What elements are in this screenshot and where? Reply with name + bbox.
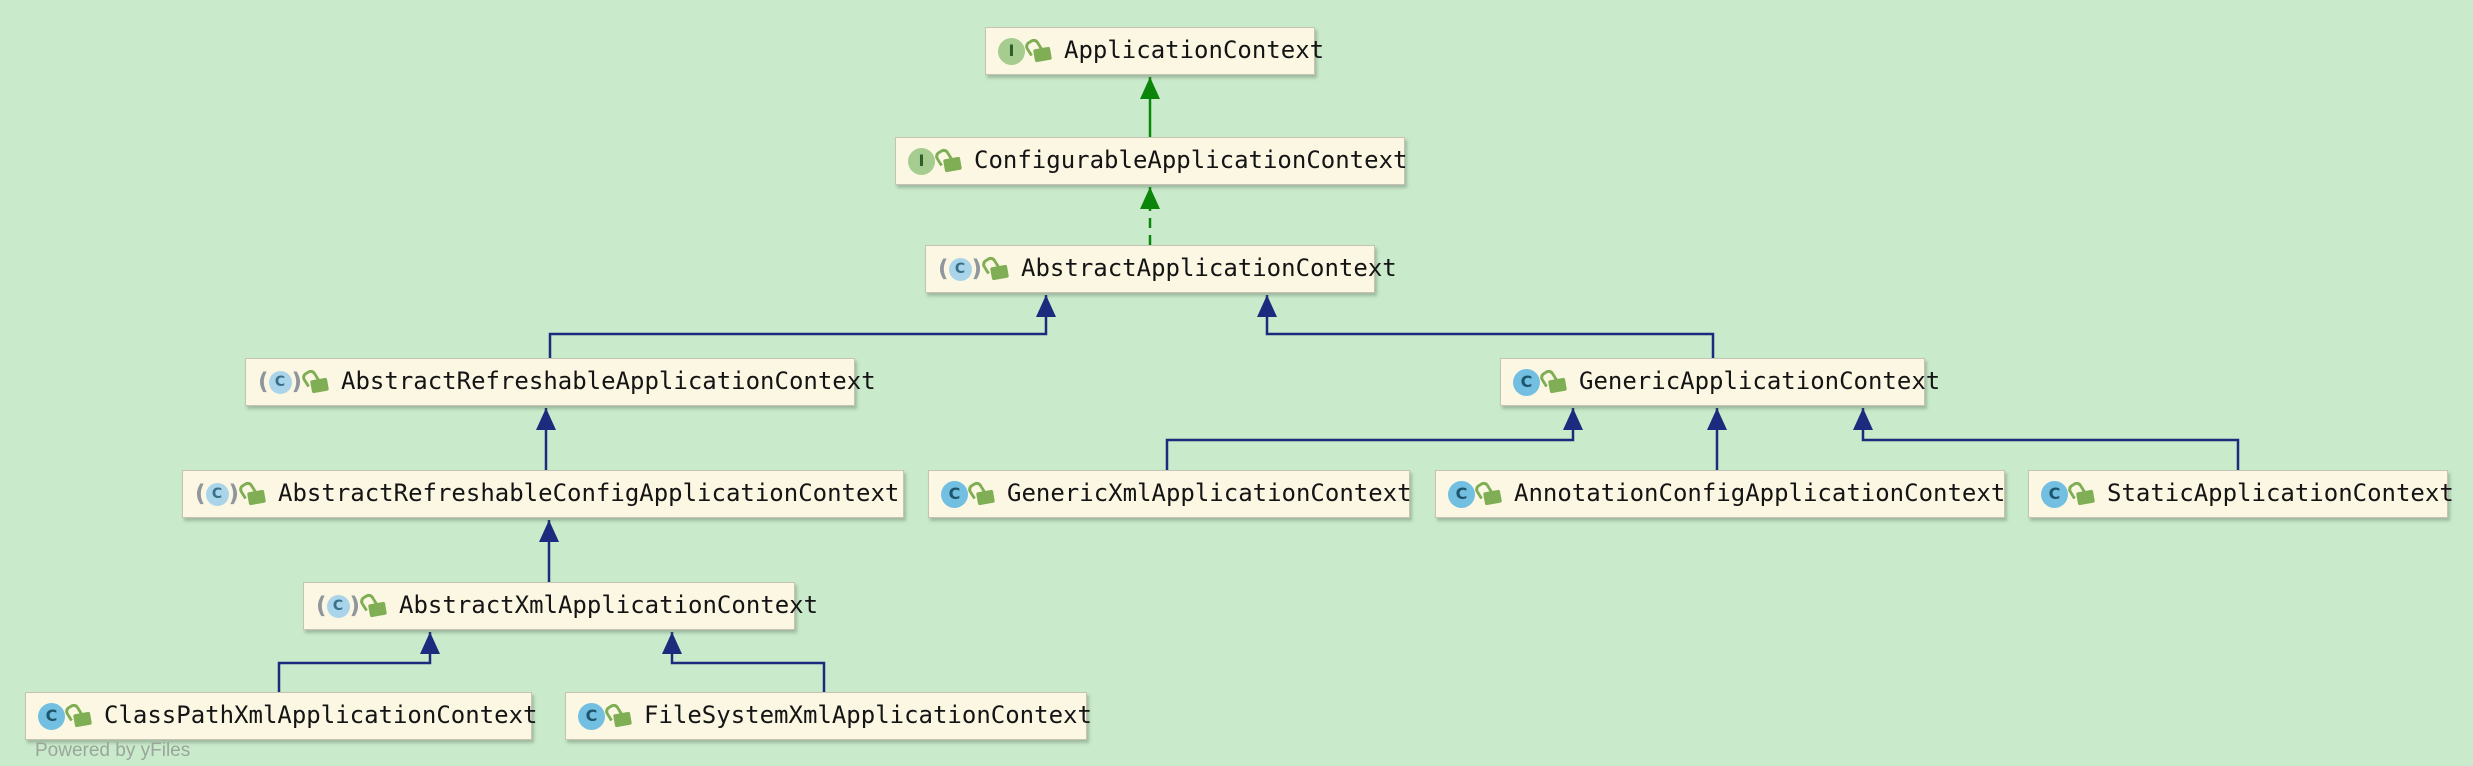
abstract-paren-left: ( xyxy=(258,368,269,395)
class-icon: C xyxy=(1448,480,1475,508)
class-node-generic-application-context[interactable]: ( C ) GenericApplicationContext xyxy=(1500,358,1940,406)
class-node-abstract-application-context[interactable]: ( C ) AbstractApplicationContext xyxy=(925,245,1397,293)
class-node-abstract-refreshable-config-application-context[interactable]: ( C ) AbstractRefreshableConfigApplicati… xyxy=(182,470,904,518)
edge-abstract-refreshable-application-context-to-abstract-application-context xyxy=(548,295,1056,358)
type-icon-wrap: ( C ) xyxy=(938,255,983,282)
abstract-paren-left: ( xyxy=(195,480,206,507)
class-icon: C xyxy=(1513,368,1540,396)
public-lock-icon xyxy=(990,264,1010,281)
public-lock-icon xyxy=(1548,377,1567,394)
abstract-paren-left: ( xyxy=(316,592,327,619)
abstract-paren-right: ) xyxy=(971,255,983,282)
node-label: StaticApplicationContext xyxy=(2107,479,2454,507)
type-icon-wrap: ( C ) xyxy=(578,702,605,730)
class-node-configurable-application-context[interactable]: ( I ) ConfigurableApplicationContext xyxy=(895,137,1408,185)
node-label: GenericXmlApplicationContext xyxy=(1007,479,1412,507)
node-label: FileSystemXmlApplicationContext xyxy=(644,701,1092,729)
public-lock-icon xyxy=(943,156,962,173)
type-icon-wrap: ( C ) xyxy=(258,368,303,395)
interface-icon: I xyxy=(908,147,935,175)
public-lock-icon xyxy=(247,489,267,506)
type-icon-wrap: ( I ) xyxy=(998,37,1025,65)
public-lock-icon xyxy=(2076,489,2095,506)
node-label: GenericApplicationContext xyxy=(1579,367,1941,395)
abstract-paren-right: ) xyxy=(349,592,361,619)
public-lock-icon xyxy=(1033,46,1052,63)
node-label: ConfigurableApplicationContext xyxy=(974,146,1408,174)
class-node-application-context[interactable]: ( I ) ApplicationContext xyxy=(985,27,1324,75)
public-lock-icon xyxy=(1483,489,1502,506)
class-node-abstract-xml-application-context[interactable]: ( C ) AbstractXmlApplicationContext xyxy=(303,582,818,630)
class-node-annotation-config-application-context[interactable]: ( C ) AnnotationConfigApplicationContext xyxy=(1435,470,2005,518)
yfiles-watermark: Powered by yFiles xyxy=(35,740,191,761)
interface-icon: I xyxy=(998,37,1025,65)
node-label: AbstractRefreshableApplicationContext xyxy=(341,367,876,395)
class-icon: C xyxy=(941,480,968,508)
edge-file-system-xml-application-context-to-abstract-xml-application-context xyxy=(662,632,826,692)
node-label: ApplicationContext xyxy=(1064,36,1325,64)
public-lock-icon xyxy=(613,711,632,728)
class-icon: C xyxy=(38,702,65,730)
type-icon-wrap: ( I ) xyxy=(908,147,935,175)
type-icon-wrap: ( C ) xyxy=(316,592,361,619)
node-label: AbstractXmlApplicationContext xyxy=(399,591,819,619)
abstract-class-icon: C xyxy=(326,594,350,618)
edge-generic-xml-application-context-to-generic-application-context xyxy=(1165,408,1583,470)
type-icon-wrap: ( C ) xyxy=(195,480,240,507)
abstract-paren-right: ) xyxy=(228,480,240,507)
type-icon-wrap: ( C ) xyxy=(1513,368,1540,396)
abstract-paren-right: ) xyxy=(291,368,303,395)
type-icon-wrap: ( C ) xyxy=(2041,480,2068,508)
abstract-paren-left: ( xyxy=(938,255,949,282)
class-icon: C xyxy=(2041,480,2068,508)
abstract-class-icon: C xyxy=(268,370,292,394)
public-lock-icon xyxy=(73,711,92,728)
node-label: AbstractApplicationContext xyxy=(1021,254,1397,282)
abstract-class-icon: C xyxy=(948,257,972,281)
node-label: AbstractRefreshableConfigApplicationCont… xyxy=(278,479,900,507)
edge-static-application-context-to-generic-application-context xyxy=(1853,408,2240,470)
class-icon: C xyxy=(578,702,605,730)
class-node-static-application-context[interactable]: ( C ) StaticApplicationContext xyxy=(2028,470,2454,518)
edge-generic-application-context-to-abstract-application-context xyxy=(1257,295,1715,358)
class-node-file-system-xml-application-context[interactable]: ( C ) FileSystemXmlApplicationContext xyxy=(565,692,1092,740)
public-lock-icon xyxy=(368,601,388,618)
public-lock-icon xyxy=(310,377,330,394)
public-lock-icon xyxy=(976,489,995,506)
class-node-class-path-xml-application-context[interactable]: ( C ) ClassPathXmlApplicationContext xyxy=(25,692,537,740)
class-node-abstract-refreshable-application-context[interactable]: ( C ) AbstractRefreshableApplicationCont… xyxy=(245,358,876,406)
type-icon-wrap: ( C ) xyxy=(941,480,968,508)
abstract-class-icon: C xyxy=(205,482,229,506)
type-icon-wrap: ( C ) xyxy=(1448,480,1475,508)
node-label: AnnotationConfigApplicationContext xyxy=(1514,479,2006,507)
edge-class-path-xml-application-context-to-abstract-xml-application-context xyxy=(277,632,440,692)
class-node-generic-xml-application-context[interactable]: ( C ) GenericXmlApplicationContext xyxy=(928,470,1412,518)
type-icon-wrap: ( C ) xyxy=(38,702,65,730)
node-label: ClassPathXmlApplicationContext xyxy=(104,701,538,729)
